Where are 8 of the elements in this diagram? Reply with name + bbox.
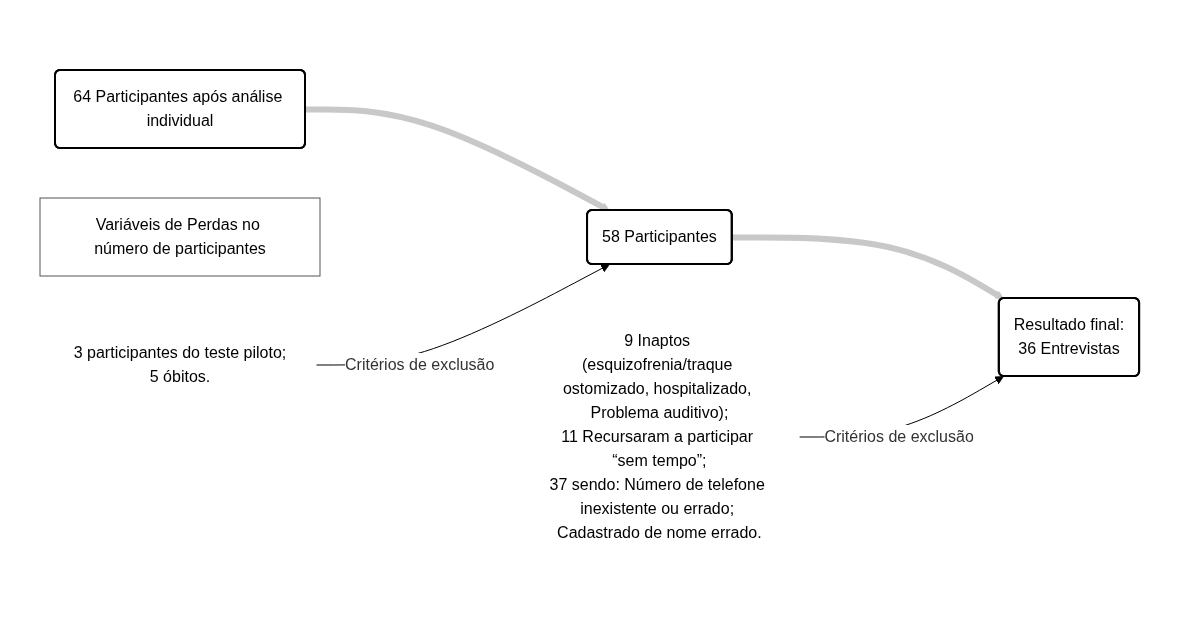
node-text: 64 Participantes após análise individual (73, 87, 283, 129)
node-box: Variáveis de Perdas no número de participantes (39, 197, 321, 276)
arrow (732, 233, 1004, 299)
arrow (305, 105, 610, 211)
node-text: 9 Inaptos (esquizofrenia/traque ostomizado, hospitalizado, Problema auditivo); 11 Recursaram a participar “sem tempo”; 37 sendo: Número de telefone inexistente ou errado; Cadastrado de nome errado. (549, 331, 765, 541)
node-text: 3 participantes do teste piloto; 5 óbitos. (73, 343, 287, 385)
edge-label: Critérios de exclusão (344, 355, 495, 373)
edge-label: Critérios de exclusão (824, 427, 974, 445)
